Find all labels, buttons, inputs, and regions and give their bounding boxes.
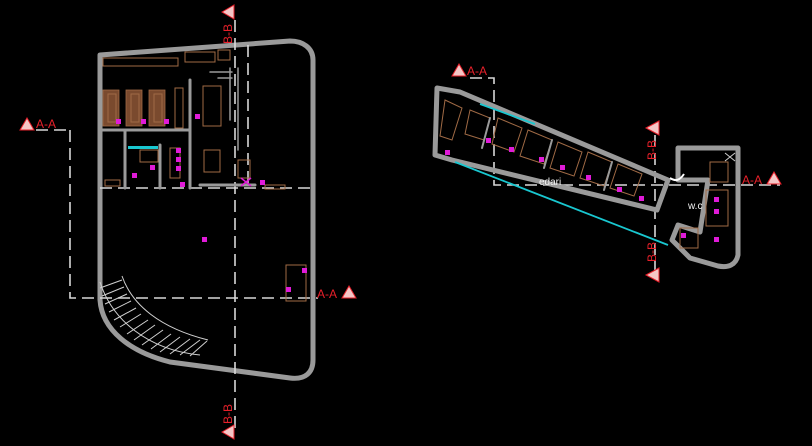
section-label-bb-right-bottom: B-B [645, 242, 659, 262]
section-marker-right-bb-top: B-B [644, 120, 660, 160]
left-plan-outer-wall [97, 38, 316, 381]
right-plan-wc-block [669, 145, 741, 270]
left-plan-interior-walls [98, 78, 257, 190]
left-plan-markers [116, 114, 307, 292]
room-label-wc: w.c [687, 201, 702, 212]
section-label-aa-left: A-A [36, 117, 56, 131]
section-marker-right-aa-side: A-A [742, 171, 782, 187]
section-marker-right-aa-top: A-A [451, 63, 487, 78]
section-label-aa-left-right: A-A [317, 287, 337, 301]
section-marker-left-aa-right: A-A [317, 285, 357, 301]
right-plan-wc-fixtures [669, 152, 736, 249]
right-floor-plan: edari w.c A-A A-A B-B B-B [432, 63, 782, 283]
right-plan-slanted-wing [432, 85, 671, 213]
section-marker-left-bb-top: B-B [221, 4, 235, 44]
section-marker-right-bb-bottom: B-B [644, 242, 660, 283]
room-label-edari: edari [539, 177, 561, 188]
section-label-aa-right-side: A-A [742, 173, 762, 187]
section-label-bb-top: B-B [221, 24, 235, 44]
right-plan-grid-lines [470, 77, 780, 270]
section-marker-left-aa: A-A [19, 117, 56, 131]
left-plan-grid-lines [36, 20, 318, 430]
right-plan-glazing-top [479, 103, 536, 125]
left-plan-furniture [102, 49, 307, 302]
left-plan-curved-stair [99, 275, 209, 357]
section-label-bb-bottom: B-B [221, 404, 235, 424]
section-label-aa-right-top: A-A [467, 64, 487, 78]
section-marker-left-bb-bottom: B-B [221, 404, 235, 440]
section-label-bb-right-top: B-B [645, 140, 659, 160]
left-floor-plan: A-A A-A B-B B-B [19, 4, 357, 440]
right-plan-glazing-line [454, 161, 669, 246]
right-plan-markers [445, 138, 719, 242]
